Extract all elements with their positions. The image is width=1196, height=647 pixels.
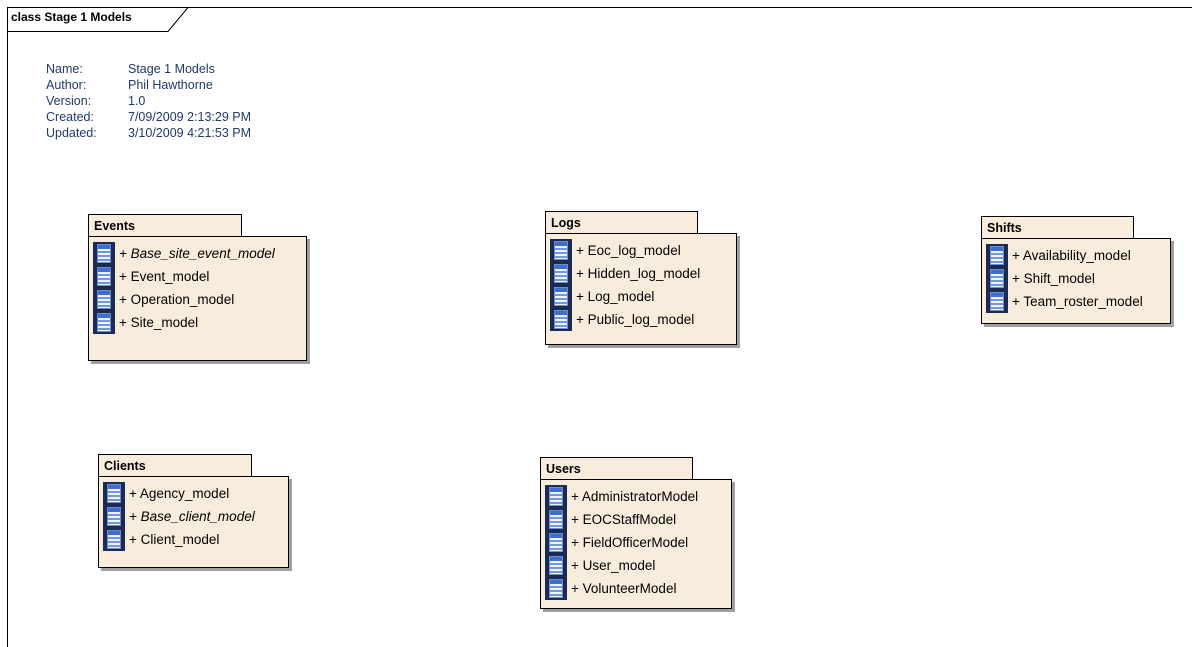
package-item-label: + AdministratorModel [571, 489, 699, 504]
class-icon [986, 290, 1008, 313]
class-icon [103, 482, 125, 505]
package-item[interactable]: + Client_model [103, 528, 284, 551]
package-item-label: + Public_log_model [576, 312, 695, 327]
class-icon [545, 508, 567, 531]
metadata-key: Created: [46, 110, 94, 124]
metadata-row: Updated: 3/10/2009 4:21:53 PM [46, 125, 251, 141]
metadata-value: 7/09/2009 2:13:29 PM [128, 110, 252, 124]
class-icon [93, 288, 115, 311]
class-icon [986, 267, 1008, 290]
metadata-value: Phil Hawthorne [128, 78, 213, 92]
package-item-label: + VolunteerModel [571, 581, 677, 596]
package-item-label: + Operation_model [119, 292, 235, 307]
class-icon [103, 528, 125, 551]
package-item-label: + Event_model [119, 269, 210, 284]
package-item[interactable]: + Site_model [93, 311, 302, 334]
class-icon [550, 308, 572, 331]
metadata-key: Author: [46, 78, 87, 92]
package-item[interactable]: + VolunteerModel [545, 577, 727, 600]
class-icon [93, 311, 115, 334]
package-body[interactable]: + Availability_model + Shift_model + Team_… [981, 238, 1171, 324]
package-body[interactable]: + AdministratorModel + EOCStaffModel + Fie… [540, 479, 732, 609]
class-icon [545, 531, 567, 554]
package-item-label: + Base_client_model [129, 509, 255, 524]
package-item-label: + Team_roster_model [1012, 294, 1143, 309]
package-item[interactable]: + Operation_model [93, 288, 302, 311]
package-name: Clients [104, 459, 146, 473]
class-icon [550, 262, 572, 285]
package-item[interactable]: + Shift_model [986, 267, 1166, 290]
metadata-row: Name: Stage 1 Models [46, 61, 251, 77]
package-item-label: + Agency_model [129, 486, 230, 501]
metadata-value: 1.0 [128, 94, 146, 108]
package-item[interactable]: + Base_site_event_model [93, 242, 302, 265]
package-item-label: + Eoc_log_model [576, 243, 681, 258]
package-name: Shifts [987, 221, 1022, 235]
package-name: Logs [551, 216, 581, 230]
package-item[interactable]: + FieldOfficerModel [545, 531, 727, 554]
package-tab[interactable]: Events [88, 214, 242, 237]
diagram-metadata: Name: Stage 1 Models Author: Phil Hawtho… [46, 61, 251, 141]
package-item[interactable]: + EOCStaffModel [545, 508, 727, 531]
package-item-label: + Base_site_event_model [119, 246, 275, 261]
package-item[interactable]: + Log_model [550, 285, 732, 308]
package-item[interactable]: + Hidden_log_model [550, 262, 732, 285]
package-item-label: + Site_model [119, 315, 199, 330]
package-item[interactable]: + Event_model [93, 265, 302, 288]
class-icon [550, 285, 572, 308]
package-item[interactable]: + Availability_model [986, 244, 1166, 267]
package-item-label: + Hidden_log_model [576, 266, 701, 281]
package-item[interactable]: + Agency_model [103, 482, 284, 505]
class-icon [103, 505, 125, 528]
class-icon [545, 577, 567, 600]
package-tab[interactable]: Users [540, 457, 693, 480]
metadata-value: 3/10/2009 4:21:53 PM [128, 126, 252, 140]
package-item-label: + Availability_model [1012, 248, 1131, 263]
class-icon [986, 244, 1008, 267]
class-icon [93, 242, 115, 265]
class-icon [93, 265, 115, 288]
package-body[interactable]: + Eoc_log_model + Hidden_log_model + Log_m… [545, 233, 737, 345]
package-item[interactable]: + AdministratorModel [545, 485, 727, 508]
class-icon [545, 485, 567, 508]
package-item-label: + User_model [571, 558, 656, 573]
package-item-label: + FieldOfficerModel [571, 535, 689, 550]
package-name: Users [546, 462, 581, 476]
package-tab[interactable]: Clients [98, 454, 252, 477]
metadata-row: Author: Phil Hawthorne [46, 77, 251, 93]
metadata-row: Version: 1.0 [46, 93, 251, 109]
package-tab[interactable]: Logs [545, 211, 698, 234]
package-item[interactable]: + Eoc_log_model [550, 239, 732, 262]
metadata-key: Version: [46, 94, 92, 108]
package-name: Events [94, 219, 135, 233]
package-item[interactable]: + User_model [545, 554, 727, 577]
package-item[interactable]: + Team_roster_model [986, 290, 1166, 313]
package-item-label: + EOCStaffModel [571, 512, 677, 527]
package-item[interactable]: + Public_log_model [550, 308, 732, 331]
diagram-title: class Stage 1 Models [11, 10, 132, 24]
metadata-row: Created: 7/09/2009 2:13:29 PM [46, 109, 251, 125]
package-item[interactable]: + Base_client_model [103, 505, 284, 528]
metadata-key: Name: [46, 62, 83, 76]
package-tab[interactable]: Shifts [981, 216, 1134, 239]
package-item-label: + Log_model [576, 289, 655, 304]
package-item-label: + Shift_model [1012, 271, 1095, 286]
class-icon [550, 239, 572, 262]
package-item-label: + Client_model [129, 532, 220, 547]
diagram-frame [7, 7, 1192, 647]
package-body[interactable]: + Agency_model + Base_client_model + Clien… [98, 476, 289, 568]
metadata-key: Updated: [46, 126, 97, 140]
class-icon [545, 554, 567, 577]
metadata-value: Stage 1 Models [128, 62, 215, 76]
package-body[interactable]: + Base_site_event_model + Event_model + Op… [88, 236, 307, 361]
